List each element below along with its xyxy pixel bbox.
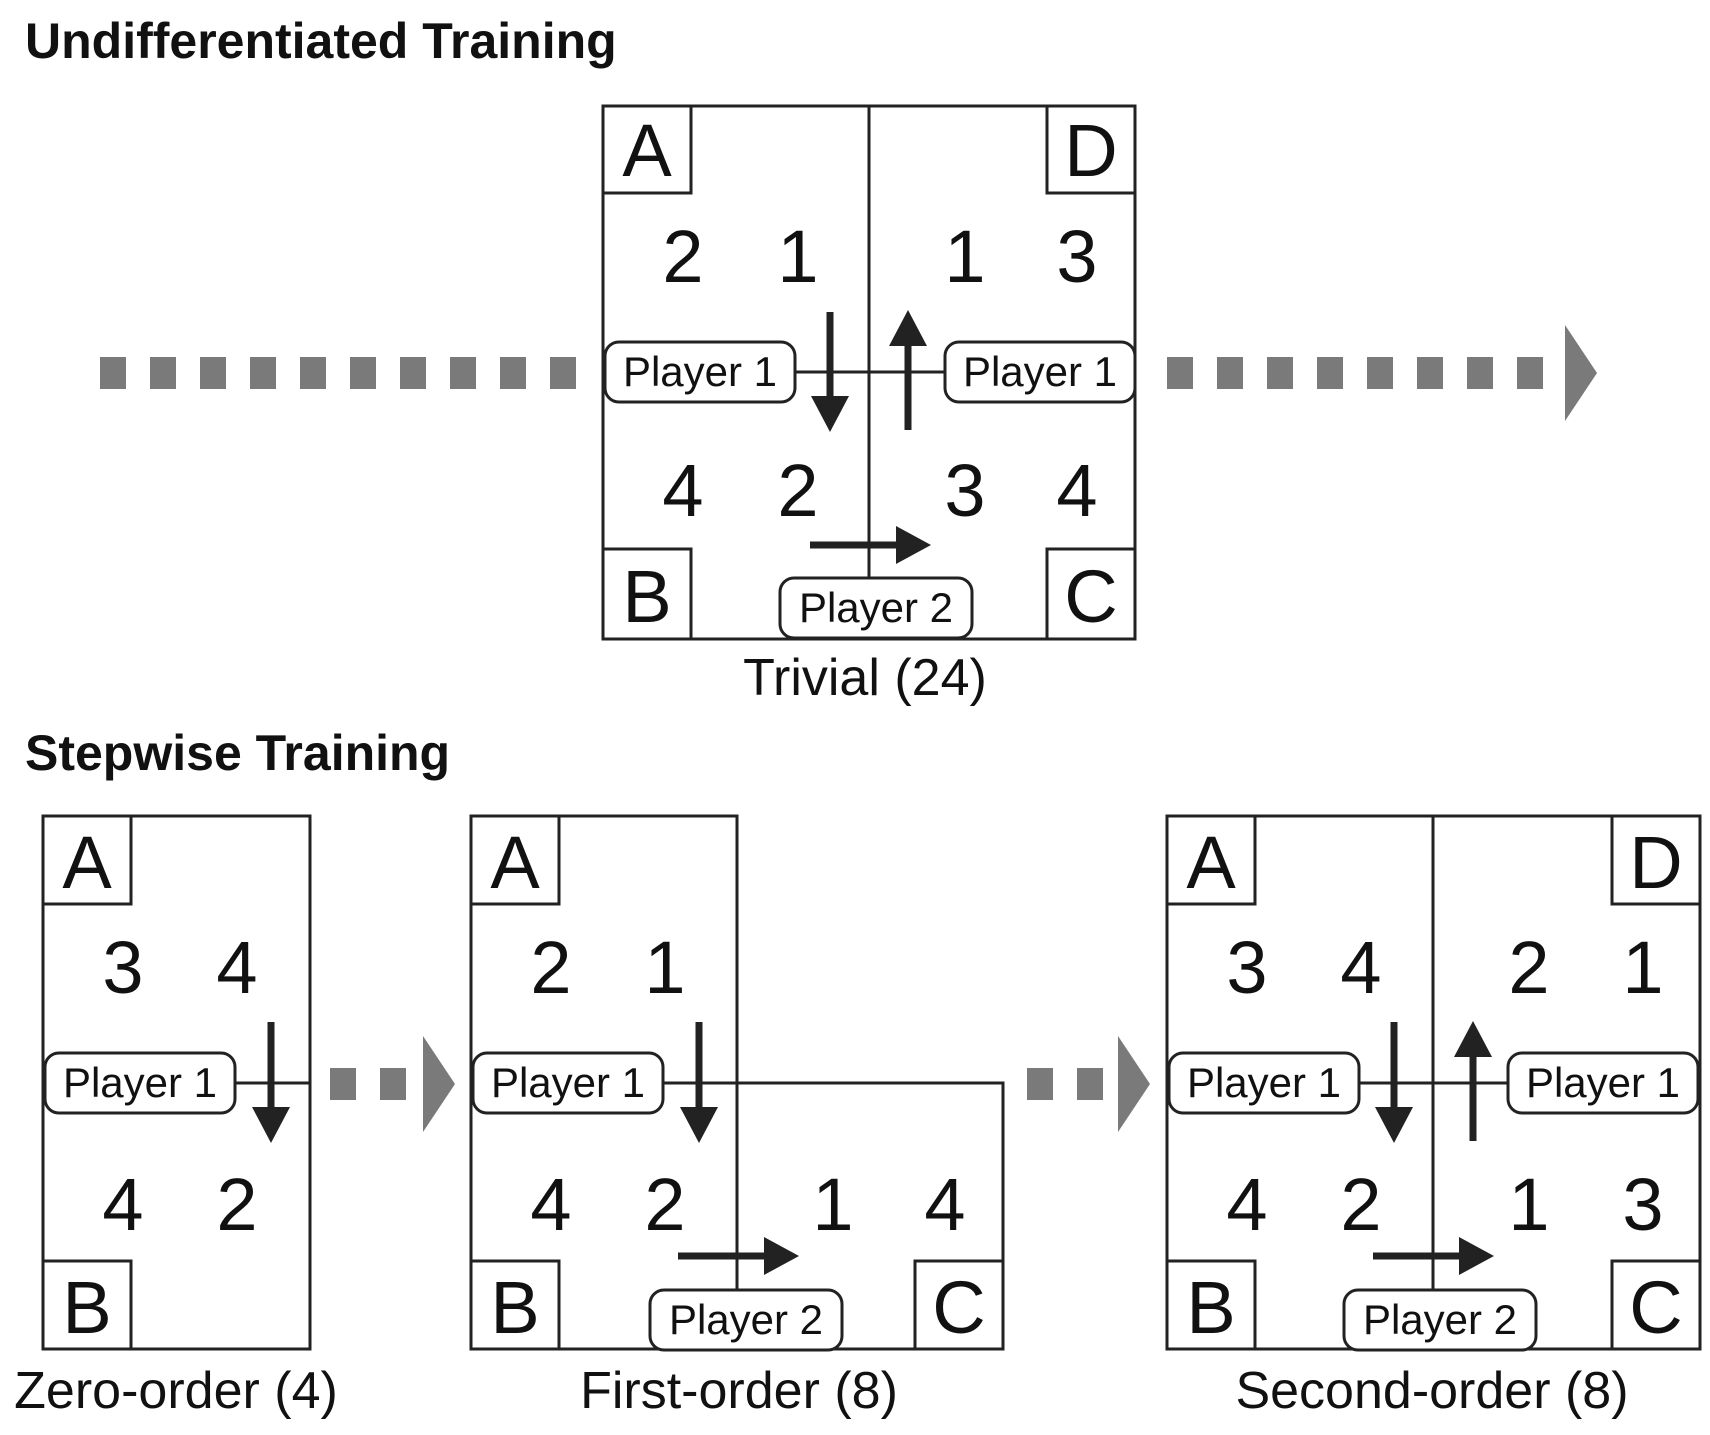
- trivial-c-payoff-1: 3: [944, 449, 985, 532]
- trivial-box-b: [601, 547, 693, 641]
- second-player1-left: Player 1: [1167, 1051, 1361, 1115]
- dotted-arrow-zero-to-first: [330, 1036, 455, 1132]
- second-letter-c: C: [1629, 1266, 1682, 1349]
- zero-b-payoff-1: 4: [102, 1163, 143, 1246]
- trivial-d-payoff-1: 1: [944, 215, 985, 298]
- trivial-arrow-down: [811, 312, 849, 432]
- second-box-b: [1165, 1259, 1257, 1351]
- trivial-player1-right-label: Player 1: [963, 348, 1117, 395]
- first-box-a: [469, 814, 561, 906]
- first-b-payoff-1: 4: [530, 1163, 571, 1246]
- trivial-caption: Trivial (24): [743, 649, 987, 707]
- first-order-game: A B C 2 1 4 2 1 4 Player 1 Player 2 Firs…: [469, 814, 1005, 1420]
- second-box-a: [1165, 814, 1257, 906]
- dotted-arrow-left: [100, 357, 576, 389]
- first-b-payoff-2: 2: [644, 1163, 685, 1246]
- second-d-payoff-2: 1: [1622, 926, 1663, 1009]
- second-box-d: [1610, 814, 1702, 906]
- zero-a-payoff-2: 4: [216, 926, 257, 1009]
- first-a-payoff-1: 2: [530, 926, 571, 1009]
- second-c-payoff-1: 1: [1508, 1163, 1549, 1246]
- zero-player1: Player 1: [43, 1051, 237, 1115]
- trivial-arrow-up: [889, 310, 927, 430]
- second-b-payoff-2: 2: [1340, 1163, 1381, 1246]
- first-player1: Player 1: [471, 1051, 665, 1115]
- second-letter-a: A: [1186, 821, 1236, 904]
- trivial-d-payoff-2: 3: [1056, 215, 1097, 298]
- trivial-a-payoff-1: 2: [662, 215, 703, 298]
- second-arrow-right: [1373, 1237, 1494, 1275]
- zero-letter-b: B: [62, 1266, 111, 1349]
- first-letter-b: B: [490, 1266, 539, 1349]
- first-letter-c: C: [932, 1266, 985, 1349]
- zero-order-game: A B 3 4 4 2 Player 1 Zero-order (4): [14, 814, 338, 1420]
- first-arrow-down: [680, 1022, 718, 1143]
- second-arrow-down: [1375, 1022, 1413, 1143]
- second-player2-label: Player 2: [1363, 1296, 1517, 1343]
- zero-box-b: [41, 1259, 133, 1351]
- dotted-arrow-right: [1167, 325, 1597, 421]
- second-player2: Player 2: [1342, 1288, 1538, 1352]
- zero-box-a: [41, 814, 133, 906]
- second-arrow-up: [1454, 1021, 1492, 1141]
- second-box-c: [1610, 1259, 1702, 1351]
- trivial-c-payoff-2: 4: [1056, 449, 1097, 532]
- dotted-arrow-first-to-second: [1027, 1036, 1150, 1132]
- first-letter-a: A: [490, 821, 540, 904]
- first-player1-label: Player 1: [491, 1059, 645, 1106]
- second-letter-d: D: [1629, 821, 1682, 904]
- trivial-player2-label: Player 2: [799, 584, 953, 631]
- second-player1-left-label: Player 1: [1187, 1059, 1341, 1106]
- first-caption: First-order (8): [580, 1362, 898, 1420]
- first-a-payoff-2: 1: [644, 926, 685, 1009]
- zero-arrow-down: [252, 1022, 290, 1143]
- trivial-a-payoff-2: 1: [777, 215, 818, 298]
- trivial-player1-left-label: Player 1: [623, 348, 777, 395]
- second-a-payoff-2: 4: [1340, 926, 1381, 1009]
- zero-letter-a: A: [62, 821, 112, 904]
- zero-a-payoff-1: 3: [102, 926, 143, 1009]
- second-letter-b: B: [1186, 1266, 1235, 1349]
- trivial-player2: Player 2: [778, 576, 974, 640]
- trivial-box-a: [601, 104, 693, 195]
- trivial-b-payoff-1: 4: [662, 449, 703, 532]
- second-b-payoff-1: 4: [1226, 1163, 1267, 1246]
- second-a-payoff-1: 3: [1226, 926, 1267, 1009]
- trivial-b-payoff-2: 2: [777, 449, 818, 532]
- trivial-arrow-right: [810, 526, 931, 564]
- first-box-c: [913, 1259, 1005, 1351]
- trivial-letter-c: C: [1064, 555, 1117, 638]
- first-c-payoff-2: 4: [924, 1163, 965, 1246]
- first-player2: Player 2: [648, 1288, 844, 1352]
- stepwise-title: Stepwise Training: [25, 725, 450, 781]
- trivial-letter-b: B: [622, 555, 671, 638]
- trivial-box-d: [1045, 104, 1137, 195]
- trivial-player1-right: Player 1: [943, 340, 1137, 404]
- undifferentiated-title: Undifferentiated Training: [25, 13, 617, 69]
- second-d-payoff-1: 2: [1508, 926, 1549, 1009]
- zero-caption: Zero-order (4): [14, 1362, 338, 1420]
- first-c-payoff-1: 1: [812, 1163, 853, 1246]
- zero-player1-label: Player 1: [63, 1059, 217, 1106]
- first-frame-right: [735, 1081, 1005, 1351]
- trivial-box-c: [1045, 547, 1137, 641]
- first-box-b: [469, 1259, 561, 1351]
- trivial-game: A D B C 2 1 1 3 4 2 3 4 Player 1 Player: [100, 104, 1597, 707]
- zero-b-payoff-2: 2: [216, 1163, 257, 1246]
- trivial-letter-d: D: [1064, 109, 1117, 192]
- second-order-game: A D B C 3 4 2 1 4 2 1 3 Player 1 Player: [1165, 814, 1702, 1420]
- second-caption: Second-order (8): [1235, 1362, 1628, 1420]
- first-arrow-right: [678, 1237, 799, 1275]
- first-player2-label: Player 2: [669, 1296, 823, 1343]
- trivial-letter-a: A: [622, 109, 672, 192]
- second-player1-right: Player 1: [1506, 1051, 1700, 1115]
- second-player1-right-label: Player 1: [1526, 1059, 1680, 1106]
- second-c-payoff-2: 3: [1622, 1163, 1663, 1246]
- trivial-player1-left: Player 1: [603, 340, 797, 404]
